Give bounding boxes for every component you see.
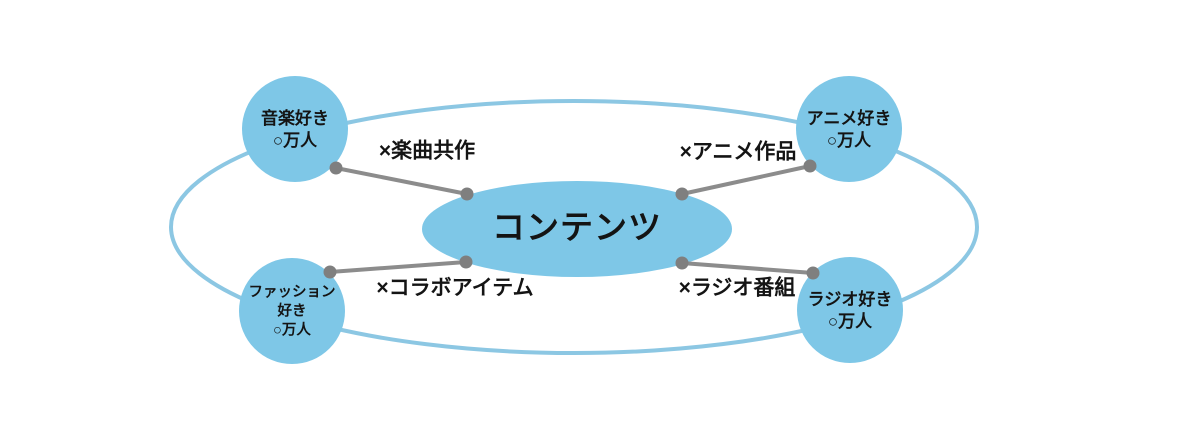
- node-label-fashion: ファッション 好き ○万人: [248, 284, 336, 339]
- connector-dot-anime-node: [803, 159, 817, 173]
- edge-label-anime: ×アニメ作品: [679, 140, 797, 164]
- node-circle-radio: [797, 257, 903, 363]
- connector-dot-fashion-node: [323, 265, 337, 279]
- node-circle-music: [242, 76, 348, 182]
- center-ellipse: [422, 181, 732, 277]
- connector-anime: [681, 164, 811, 196]
- connector-fashion: [329, 260, 467, 274]
- connector-dot-fashion-center: [459, 255, 473, 269]
- center-ellipse-label: コンテンツ: [492, 208, 662, 246]
- connector-dot-music-center: [460, 187, 474, 201]
- node-circle-fashion: [239, 258, 345, 364]
- edge-label-fashion: ×コラボアイテム: [376, 276, 534, 300]
- node-label-radio: ラジオ好き ○万人: [807, 289, 893, 331]
- connector-dot-anime-center: [675, 187, 689, 201]
- connector-dot-music-node: [329, 161, 343, 175]
- connector-radio: [681, 261, 814, 275]
- connector-dot-radio-center: [675, 256, 689, 270]
- orbit-ellipse: [169, 99, 979, 355]
- node-label-music: 音楽好き ○万人: [261, 108, 329, 150]
- node-circle-anime: [796, 76, 902, 182]
- connector-music: [335, 166, 468, 196]
- node-label-anime: アニメ好き ○万人: [806, 108, 892, 150]
- edge-label-radio: ×ラジオ番組: [678, 276, 796, 300]
- connector-dot-radio-node: [806, 266, 820, 280]
- edge-label-music: ×楽曲共作: [378, 139, 476, 163]
